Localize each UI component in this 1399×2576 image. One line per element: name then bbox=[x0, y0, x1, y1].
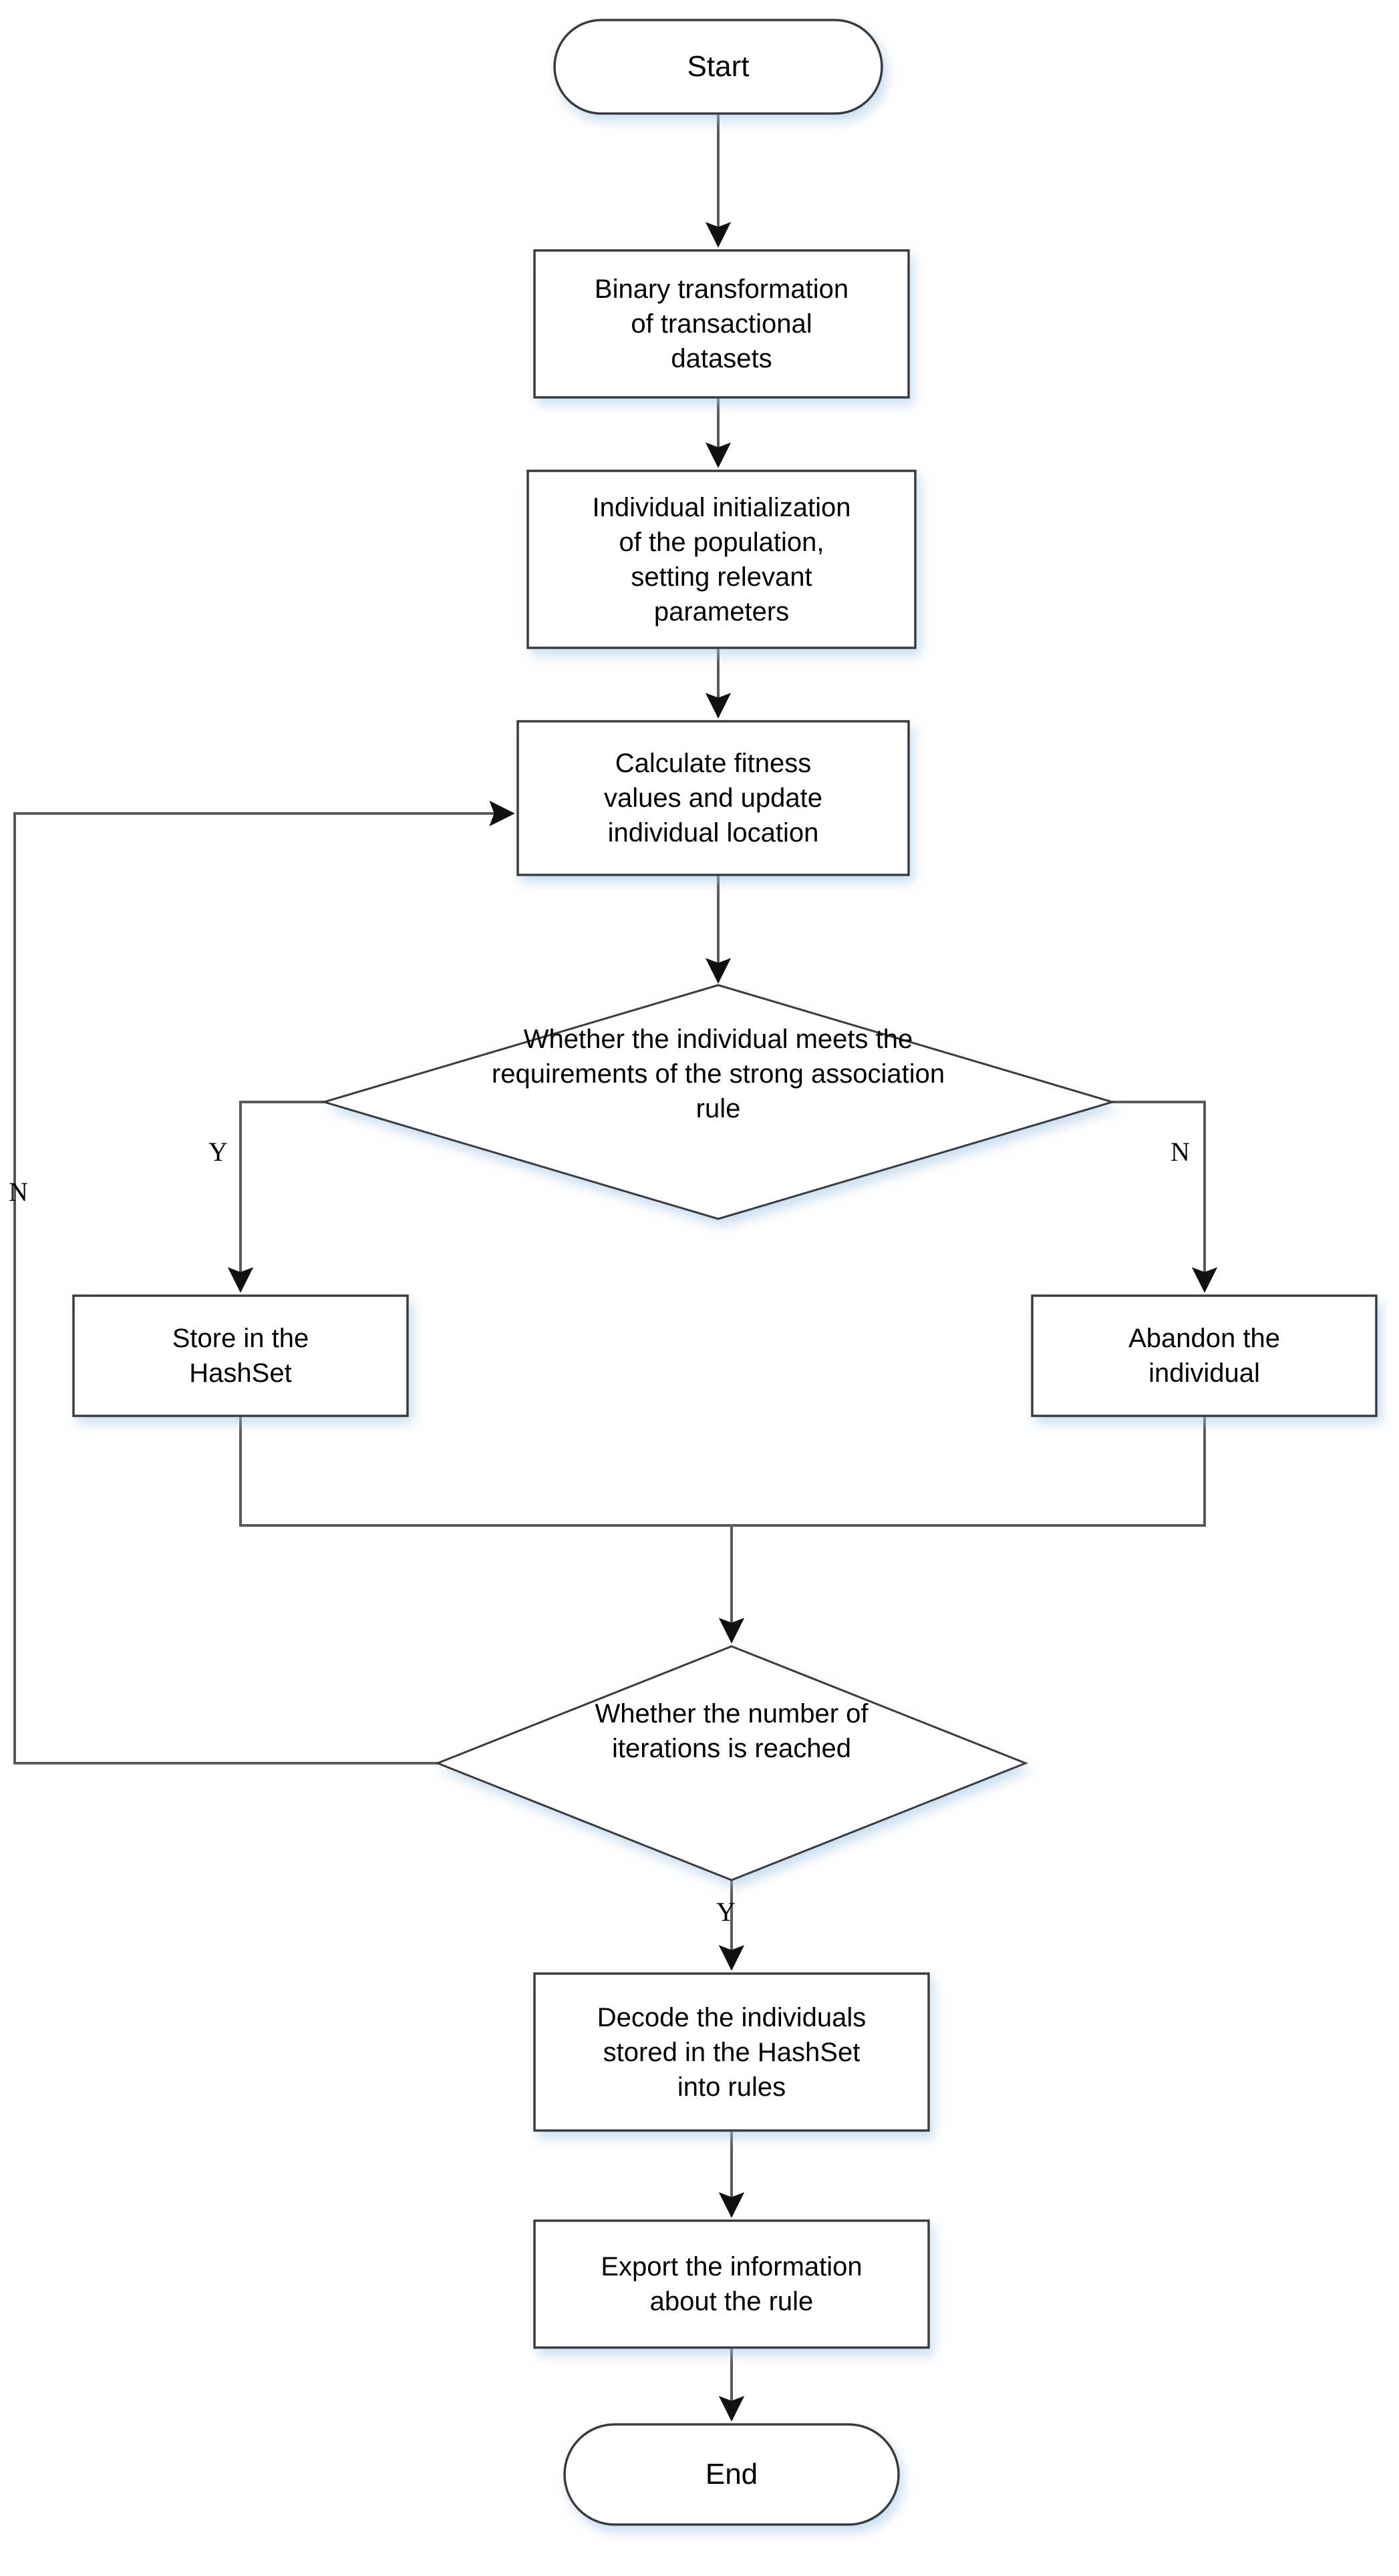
edge-label-no-iterations: N bbox=[9, 1177, 28, 1207]
node-store-hashset-shape[interactable] bbox=[72, 1294, 409, 1417]
edge-label-no-strong-rule: N bbox=[1171, 1137, 1190, 1167]
edge-label-yes-strong-rule: Y bbox=[208, 1137, 228, 1167]
merge-rail-right bbox=[732, 1416, 1206, 1527]
node-binary-transformation-shape[interactable] bbox=[533, 249, 910, 399]
node-calculate-fitness-shape[interactable] bbox=[516, 720, 910, 876]
node-decision-iterations-shape[interactable] bbox=[434, 1645, 1029, 1881]
node-decision-strong-rule-shape[interactable] bbox=[320, 984, 1116, 1220]
edge-iterations-no-loopback bbox=[13, 800, 515, 1765]
merge-rail-left bbox=[239, 1416, 732, 1527]
node-abandon-individual-shape[interactable] bbox=[1031, 1294, 1378, 1417]
node-start-shape[interactable] bbox=[553, 19, 883, 115]
edge-label-yes-iterations: Y bbox=[716, 1897, 736, 1927]
node-initialize-population-shape[interactable] bbox=[526, 470, 917, 649]
node-export-information-shape[interactable] bbox=[533, 2219, 930, 2349]
node-decode-individuals-shape[interactable] bbox=[533, 1972, 930, 2132]
edge-decision-no-to-abandon bbox=[1112, 1101, 1218, 1293]
edge-decision-yes-to-store bbox=[227, 1101, 324, 1293]
node-end-shape[interactable] bbox=[563, 2423, 900, 2526]
